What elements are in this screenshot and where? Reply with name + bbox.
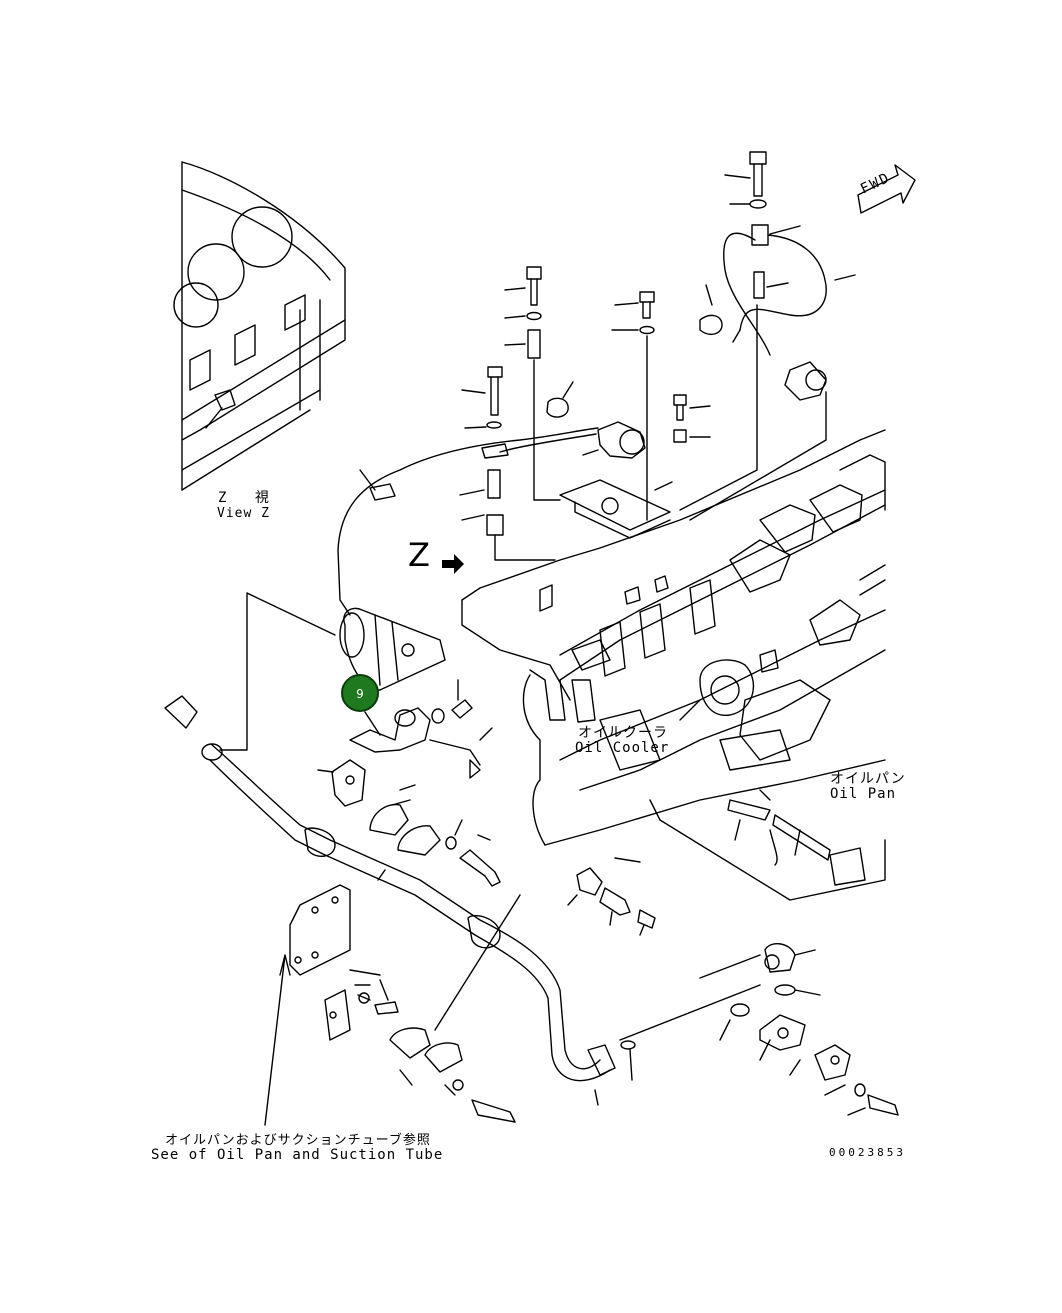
- fwd-arrow-icon: [857, 164, 916, 214]
- starter-motor: [219, 592, 446, 751]
- clamp-set-upper: [369, 784, 501, 887]
- tube-bracket-lower: [289, 884, 521, 1123]
- oil-pan-label-jp: オイルパン: [830, 771, 906, 787]
- view-z-label-jp: Z 視: [218, 490, 279, 506]
- oil-pan-label-en: Oil Pan: [830, 786, 897, 802]
- reference-note-jp: オイルパンおよびサクションチューブ参照: [165, 1133, 431, 1148]
- z-view-arrow-icon: [442, 554, 464, 574]
- oil-cooler-label-en: Oil Cooler: [575, 740, 670, 756]
- suction-tube: [164, 695, 616, 1082]
- engine-block: [461, 429, 886, 901]
- reference-note-en: See of Oil Pan and Suction Tube: [151, 1147, 444, 1163]
- part-callout-9[interactable]: 9: [341, 674, 379, 712]
- starter-bracket: [317, 679, 493, 807]
- z-view-marker: Z: [408, 536, 430, 574]
- drawing-number: 00023853: [829, 1146, 906, 1159]
- view-z-inset: [173, 161, 346, 491]
- relay-bracket: [546, 381, 673, 539]
- reference-arrow-icon: [264, 954, 291, 1126]
- bolt-stack-center: [459, 266, 711, 561]
- view-z-label-en: View Z: [217, 506, 270, 521]
- oil-fittings: [567, 799, 899, 1116]
- wire-harness-right: [689, 232, 856, 521]
- starter-cable: [337, 427, 599, 616]
- part-callout-number: 9: [356, 687, 364, 701]
- bolt-stack-top-right: [679, 151, 801, 511]
- oil-cooler-label-jp: オイルクーラ: [578, 725, 668, 741]
